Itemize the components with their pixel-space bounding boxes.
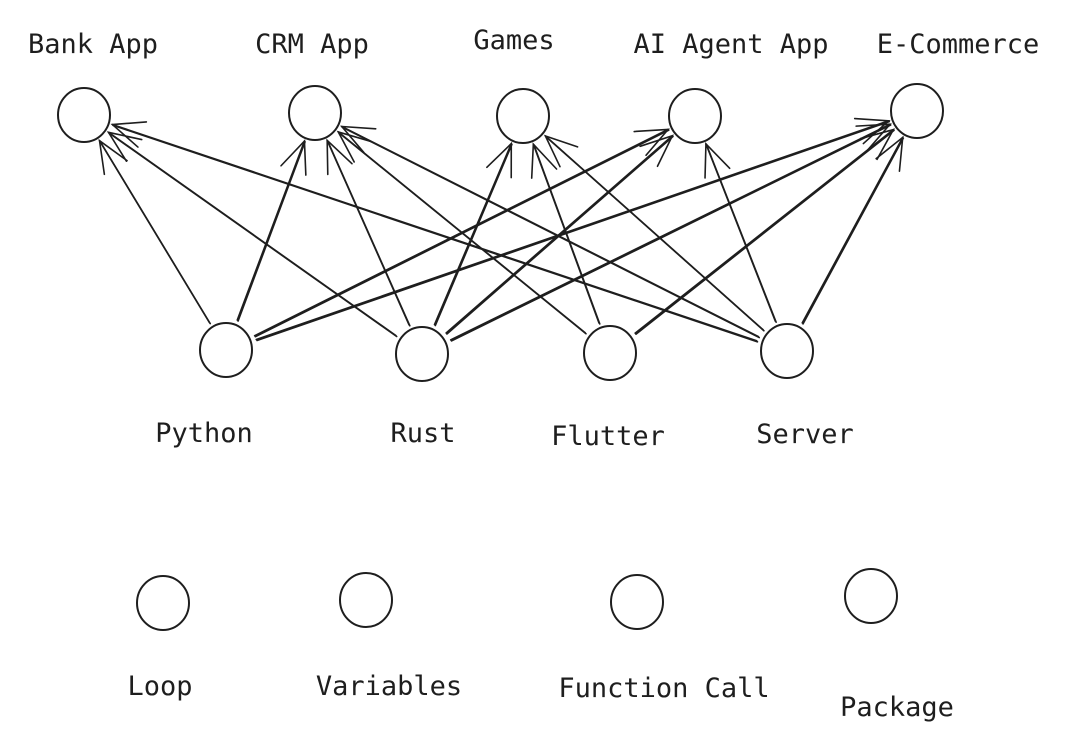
edge-line-sketch xyxy=(450,124,892,342)
node-ai[interactable]: AI Agent App xyxy=(633,29,829,144)
arrowhead-icon xyxy=(859,128,896,161)
node-label: Variables xyxy=(316,671,462,702)
edge-server-to-ai[interactable] xyxy=(704,142,777,324)
node-circle[interactable] xyxy=(199,322,253,378)
edge-line-sketch xyxy=(256,120,891,342)
node-circle[interactable] xyxy=(288,85,342,141)
edge-line-sketch xyxy=(545,135,765,332)
node-label: Server xyxy=(756,419,854,450)
edge-line-sketch xyxy=(635,129,895,335)
arrowhead-icon xyxy=(106,131,143,163)
node-circle[interactable] xyxy=(136,575,190,631)
node-circle[interactable] xyxy=(57,87,111,143)
arrowhead-icon xyxy=(855,123,892,151)
edges-layer xyxy=(98,117,905,343)
edge-flutter-to-crm[interactable] xyxy=(336,130,587,335)
edge-server-to-bank[interactable] xyxy=(110,121,759,343)
arrowhead-icon xyxy=(110,121,148,148)
edge-line-sketch xyxy=(338,131,587,335)
arrowhead-icon xyxy=(633,128,670,157)
edge-line-sketch xyxy=(802,137,905,325)
node-circle[interactable] xyxy=(668,88,722,144)
node-label: Python xyxy=(155,418,253,449)
arrowhead-icon xyxy=(704,142,731,179)
edge-line-sketch xyxy=(341,126,761,339)
node-circle[interactable] xyxy=(395,326,449,382)
edge-flutter-to-ecom[interactable] xyxy=(634,128,896,335)
edge-server-to-games[interactable] xyxy=(543,134,765,332)
edge-python-to-ecom[interactable] xyxy=(255,117,891,342)
edge-python-to-crm[interactable] xyxy=(236,139,307,322)
edge-line xyxy=(236,140,306,321)
node-circle[interactable] xyxy=(760,323,814,379)
edge-line-sketch xyxy=(112,124,759,343)
arrowhead-icon xyxy=(336,130,372,163)
edge-flutter-to-games[interactable] xyxy=(530,142,601,325)
node-variables[interactable]: Variables xyxy=(316,572,462,702)
node-label: AI Agent App xyxy=(633,29,828,60)
edge-line xyxy=(634,128,895,334)
node-label: Loop xyxy=(127,671,192,702)
node-circle[interactable] xyxy=(844,568,898,624)
arrowhead-icon xyxy=(280,139,307,176)
node-flutter[interactable]: Flutter xyxy=(551,325,665,452)
node-circle[interactable] xyxy=(890,83,944,139)
edge-line-sketch xyxy=(533,144,601,325)
edge-line-sketch xyxy=(108,132,398,338)
node-rust[interactable]: Rust xyxy=(390,326,456,449)
edge-line-sketch xyxy=(434,143,513,327)
edge-line xyxy=(433,142,513,326)
nodes-layer: Bank App CRM App Games AI Agent App E-Commer… xyxy=(28,25,1039,723)
node-label: E-Commerce xyxy=(877,29,1040,60)
edge-rust-to-games[interactable] xyxy=(433,141,513,327)
node-package[interactable]: Package xyxy=(840,568,954,723)
node-crm[interactable]: CRM App xyxy=(255,29,369,141)
edge-line-sketch xyxy=(446,135,674,335)
node-label: Bank App xyxy=(28,29,158,60)
edge-rust-to-crm[interactable] xyxy=(326,138,411,327)
node-circle[interactable] xyxy=(610,574,664,630)
node-label: CRM App xyxy=(255,29,369,60)
node-label: Package xyxy=(840,692,954,723)
node-ecom[interactable]: E-Commerce xyxy=(877,29,1040,139)
node-bank[interactable]: Bank App xyxy=(28,29,158,143)
arrowhead-icon xyxy=(486,141,513,179)
arrowhead-icon xyxy=(543,134,579,168)
edge-line-sketch xyxy=(237,141,306,322)
node-server[interactable]: Server xyxy=(756,323,854,450)
node-circle[interactable] xyxy=(339,572,393,628)
edge-line-sketch xyxy=(326,140,411,327)
edge-rust-to-bank[interactable] xyxy=(106,131,398,338)
edge-rust-to-ecom[interactable] xyxy=(449,123,892,342)
edge-server-to-ecom[interactable] xyxy=(801,135,905,325)
arrowhead-icon xyxy=(639,134,674,168)
node-python[interactable]: Python xyxy=(155,322,253,449)
node-loop[interactable]: Loop xyxy=(127,575,193,702)
node-games[interactable]: Games xyxy=(473,25,555,144)
edge-server-to-crm[interactable] xyxy=(339,125,761,339)
node-circle[interactable] xyxy=(583,325,637,381)
edge-line xyxy=(445,134,674,334)
edge-rust-to-ai[interactable] xyxy=(445,134,674,335)
edge-line xyxy=(801,136,904,324)
node-label: Function Call xyxy=(558,673,769,704)
arrowhead-icon xyxy=(339,125,377,154)
node-label: Flutter xyxy=(551,421,665,452)
edge-line-sketch xyxy=(99,140,212,325)
node-circle[interactable] xyxy=(496,88,550,144)
edge-line xyxy=(449,123,891,341)
edge-python-to-bank[interactable] xyxy=(98,138,212,325)
arrowhead-icon xyxy=(530,142,558,179)
arrowhead-icon xyxy=(875,135,904,173)
arrowhead-icon xyxy=(326,138,353,176)
arrowhead-icon xyxy=(98,138,128,176)
node-label: Games xyxy=(473,25,554,56)
node-label: Rust xyxy=(390,418,455,449)
edge-line-sketch xyxy=(705,143,777,324)
edge-line xyxy=(255,120,890,341)
node-function[interactable]: Function Call xyxy=(558,574,770,704)
